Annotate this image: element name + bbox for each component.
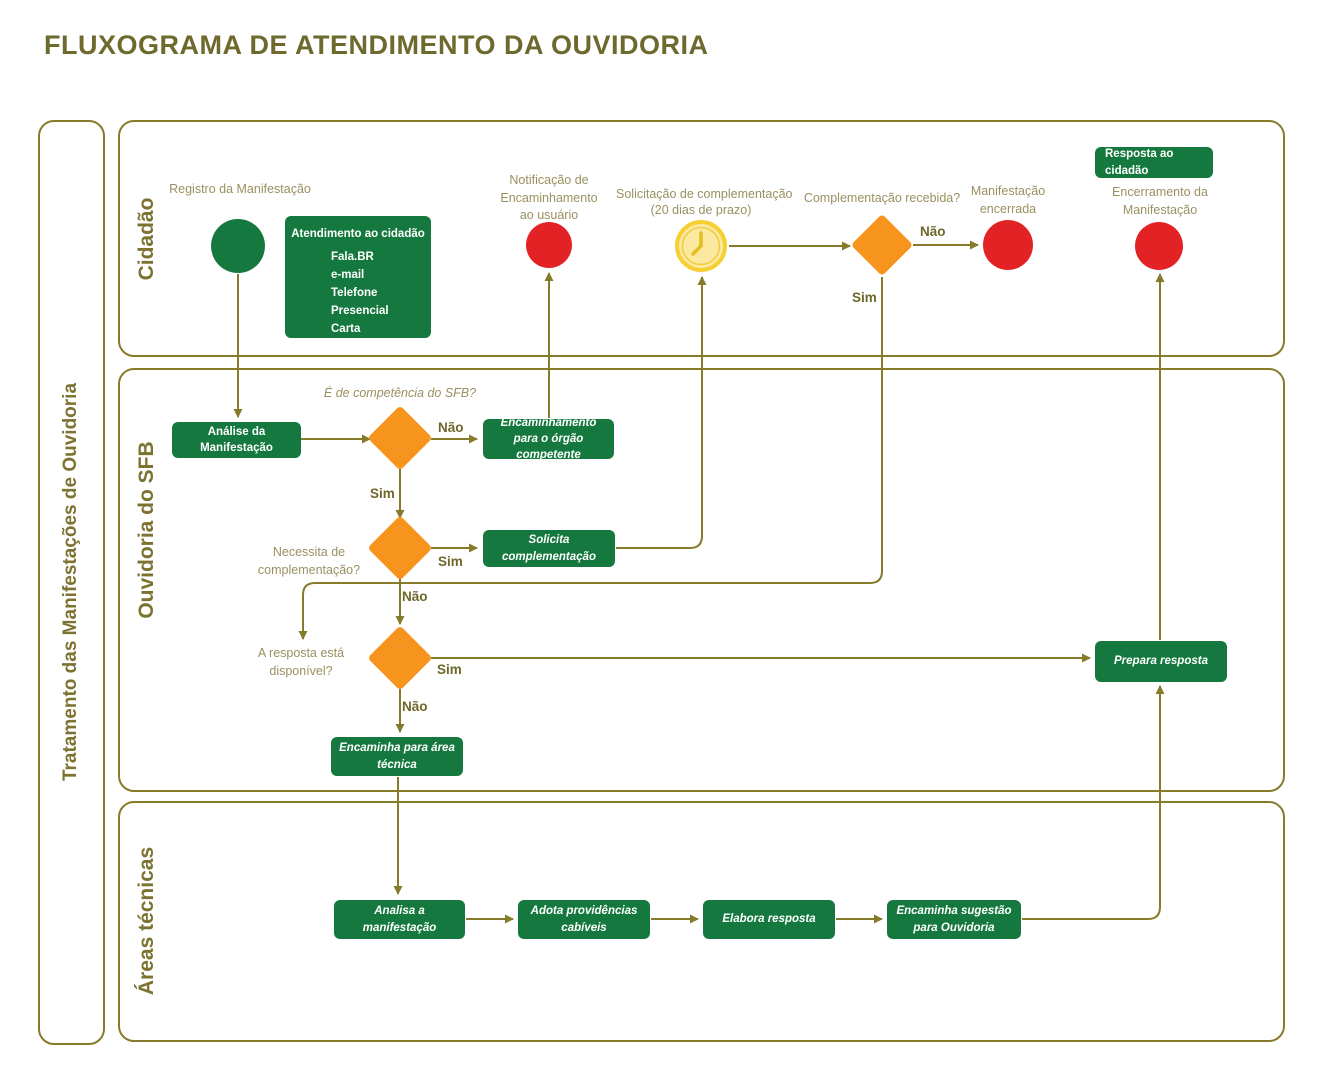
- start-circle: [211, 219, 265, 273]
- channel-telefone: Telefone: [331, 287, 378, 300]
- competencia-label: É de competência do SFB?: [323, 386, 477, 400]
- edge-sim-3: Sim: [438, 554, 463, 569]
- atendimento-title: Atendimento ao cidadão: [291, 228, 425, 240]
- sidebar-label: Tratamento das Manifestações de Ouvidori…: [60, 382, 81, 782]
- edge-sim-2: Sim: [370, 486, 395, 501]
- analise-text: Análise da Manifestação: [200, 425, 273, 454]
- resposta-disponivel-label: A resposta está disponível?: [257, 646, 345, 678]
- sugestao-box: Encaminha sugestão para Ouvidoria: [887, 900, 1021, 939]
- sidebar-band: [38, 120, 105, 1045]
- clock-icon: [675, 220, 727, 277]
- solicitacao-label: Solicitação de complementação: [616, 187, 793, 201]
- solicita-text: Solicita complementação: [502, 534, 596, 563]
- manifestacao-encerrada-label: Manifestação encerrada: [970, 184, 1046, 216]
- encaminhamento-orgao-box: Encaminhamento para o órgão competente: [483, 417, 614, 461]
- lane-areas-tecnicas: [118, 801, 1285, 1042]
- edge-sim-4: Sim: [437, 662, 462, 677]
- elabora-text: Elabora resposta: [722, 913, 816, 926]
- complementacao-recebida-label: Complementação recebida?: [803, 191, 961, 205]
- atendimento-channels: Fala.BR e-mail Telefone Presencial Carta: [291, 247, 425, 339]
- channel-presencial: Presencial: [331, 305, 389, 318]
- registro-label: Registro da Manifestação: [169, 182, 311, 196]
- prepara-box: Prepara resposta: [1095, 641, 1227, 682]
- notificacao-label: Notificação de Encaminhamento ao usuário: [500, 173, 598, 222]
- elabora-box: Elabora resposta: [703, 900, 835, 939]
- lane-areas-label: Áreas técnicas: [135, 846, 158, 996]
- encerramento-label: Encerramento da Manifestação: [1112, 185, 1208, 217]
- edge-nao-2: Não: [438, 420, 464, 435]
- lane-cidadao-label: Cidadão: [135, 197, 158, 281]
- resposta-cidadao-text: Resposta ao cidadão: [1105, 148, 1174, 177]
- final-circle: [1135, 222, 1183, 270]
- encaminhamento-orgao-text: Encaminhamento para o órgão competente: [500, 416, 597, 462]
- adota-box: Adota providências cabíveis: [518, 900, 650, 939]
- encaminha-area-text: Encaminha para área técnica: [339, 742, 455, 771]
- prepara-text: Prepara resposta: [1114, 655, 1208, 668]
- edge-nao-1: Não: [920, 224, 946, 239]
- encerrada-circle: [983, 220, 1033, 270]
- necessita-label: Necessita de complementação?: [257, 545, 361, 577]
- solicitacao-sublabel: (20 dias de prazo): [650, 203, 752, 217]
- resposta-cidadao-box: Resposta ao cidadão: [1095, 147, 1213, 178]
- edge-sim-1: Sim: [852, 290, 877, 305]
- analisa-box: Analisa a manifestação: [334, 900, 465, 939]
- notificacao-circle: [526, 222, 572, 268]
- analisa-text: Analisa a manifestação: [362, 905, 437, 934]
- solicita-box: Solicita complementação: [483, 530, 615, 567]
- lane-ouvidoria-label: Ouvidoria do SFB: [135, 441, 158, 619]
- edge-nao-4: Não: [402, 699, 428, 714]
- channel-carta: Carta: [331, 323, 361, 336]
- channel-email: e-mail: [331, 269, 365, 282]
- page-title: FLUXOGRAMA DE ATENDIMENTO DA OUVIDORIA: [44, 30, 709, 60]
- analise-box: Análise da Manifestação: [172, 422, 301, 458]
- channel-falabr: Fala.BR: [331, 251, 374, 264]
- atendimento-box: Atendimento ao cidadão Fala.BR e-mail Te…: [285, 216, 431, 338]
- edge-nao-3: Não: [402, 589, 428, 604]
- adota-text: Adota providências cabíveis: [530, 905, 638, 934]
- encaminha-area-box: Encaminha para área técnica: [331, 737, 463, 776]
- sugestao-text: Encaminha sugestão para Ouvidoria: [896, 905, 1012, 934]
